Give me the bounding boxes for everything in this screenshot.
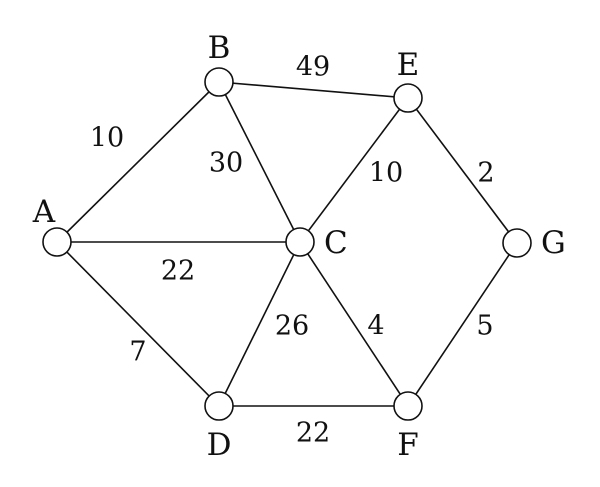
- node-d: [204, 391, 234, 421]
- node-a: [42, 227, 72, 257]
- node-label-e: E: [397, 47, 420, 83]
- nodes-layer: [42, 67, 532, 421]
- edge-weight-b-c: 30: [209, 148, 243, 179]
- node-label-c: C: [324, 225, 348, 261]
- edge-weight-c-d: 26: [275, 311, 309, 342]
- edge-g-f: [407, 242, 518, 407]
- edge-a-b: [56, 81, 220, 243]
- edge-a-d: [56, 241, 220, 407]
- node-e: [393, 83, 423, 113]
- edge-c-f: [299, 241, 409, 407]
- node-label-b: B: [208, 30, 231, 66]
- edge-weight-b-e: 49: [296, 52, 330, 83]
- node-f: [393, 391, 423, 421]
- node-g: [502, 228, 532, 258]
- edge-weight-a-d: 7: [129, 337, 146, 368]
- node-label-d: D: [207, 427, 232, 463]
- edges-layer: [56, 81, 518, 407]
- edge-weight-g-f: 5: [476, 311, 493, 342]
- edge-weight-a-c: 22: [161, 256, 195, 287]
- node-label-f: F: [397, 427, 419, 463]
- node-label-a: A: [32, 194, 56, 230]
- edge-weight-c-e: 10: [369, 158, 403, 189]
- edge-c-d: [218, 241, 301, 407]
- edge-e-g: [407, 97, 518, 244]
- edge-c-e: [299, 97, 409, 243]
- edge-weight-d-f: 22: [296, 418, 330, 449]
- edge-b-c: [218, 81, 301, 243]
- node-c: [285, 227, 315, 257]
- edge-b-e: [218, 81, 409, 99]
- edge-weight-e-g: 2: [477, 158, 494, 189]
- edge-weight-a-b: 10: [90, 123, 124, 154]
- node-label-g: G: [541, 225, 566, 261]
- node-b: [204, 67, 234, 97]
- node-labels-layer: A B C D E F G: [32, 30, 566, 463]
- edge-weight-c-f: 4: [367, 311, 384, 342]
